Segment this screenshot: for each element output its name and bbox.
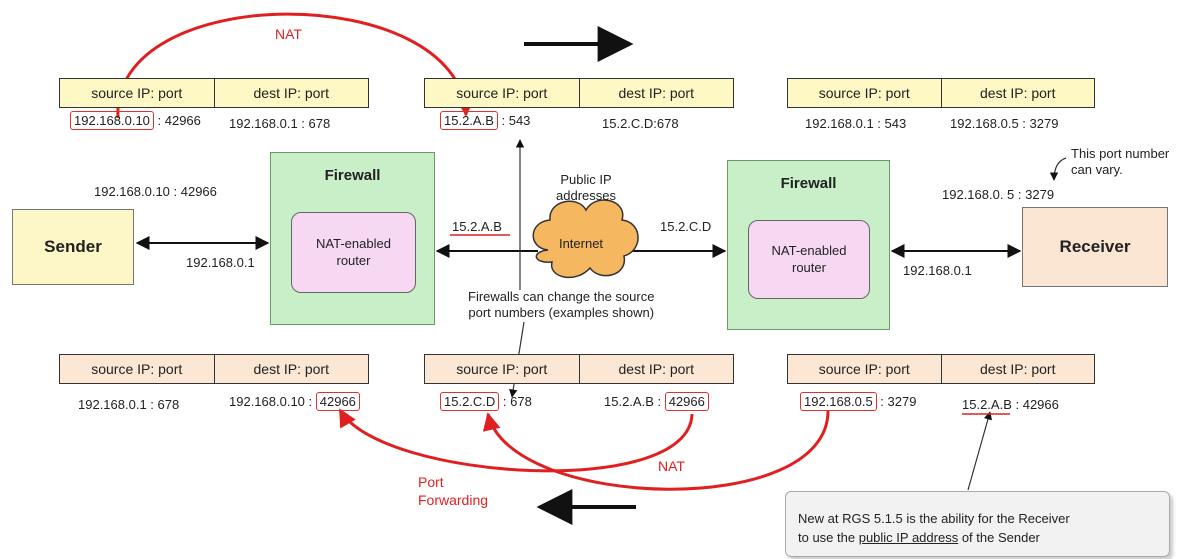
ip-text: 192.168.0.10 : bbox=[229, 394, 316, 409]
receiver-address-top: 192.168.0. 5 : 3279 bbox=[942, 187, 1055, 202]
callout-line-1: New at RGS 5.1.5 is the ability for the … bbox=[798, 511, 1070, 526]
header-dest: dest IP: port bbox=[618, 361, 694, 377]
boxed-ip: 15.2.C.D bbox=[440, 392, 500, 411]
header-dest: dest IP: port bbox=[980, 85, 1056, 101]
router-line-1: NAT-enabled bbox=[316, 235, 391, 251]
nat-arc-bottom bbox=[482, 409, 830, 491]
header-source: source IP: port bbox=[60, 355, 215, 383]
firewall-note-line-2: port numbers (examples shown) bbox=[468, 305, 655, 321]
bottom-1-source: 192.168.0.1 : 678 bbox=[78, 397, 180, 412]
port-text: : 543 bbox=[497, 113, 531, 128]
nat-router-left: NAT-enabled router bbox=[291, 212, 416, 293]
header-bottom-1: source IP: port dest IP: port bbox=[59, 354, 369, 384]
callout-pointer bbox=[967, 411, 992, 491]
bottom-3-dest: 15.2.A.B : 42966 bbox=[962, 397, 1059, 412]
header-top-3: source IP: port dest IP: port bbox=[787, 78, 1095, 108]
callout-text: to use the bbox=[798, 529, 859, 545]
top-1-source: 192.168.0.10 : 42966 bbox=[70, 111, 201, 130]
header-dest: dest IP: port bbox=[980, 361, 1056, 377]
router-line-2: router bbox=[792, 259, 826, 275]
port-forwarding-line-2: Forwarding bbox=[418, 492, 489, 509]
firewall-note: Firewalls can change the source port num… bbox=[468, 289, 654, 322]
port-note-pointer bbox=[1049, 157, 1067, 181]
rgs-callout: New at RGS 5.1.5 is the ability for the … bbox=[785, 491, 1170, 557]
header-source: source IP: port bbox=[788, 79, 942, 107]
receiver-address-bottom: 192.168.0.1 bbox=[903, 263, 972, 278]
header-dest: dest IP: port bbox=[253, 361, 329, 377]
firewall-note-line-1: Firewalls can change the source bbox=[468, 289, 655, 304]
port-note-line-1: This port number bbox=[1071, 146, 1170, 161]
public-ip-line-2: addresses bbox=[556, 188, 616, 204]
receiver-node: Receiver bbox=[1022, 207, 1168, 287]
firewall-title: Firewall bbox=[324, 167, 381, 184]
header-top-1: source IP: port dest IP: port bbox=[59, 78, 369, 108]
header-bottom-3: source IP: port dest IP: port bbox=[787, 354, 1095, 384]
boxed-ip: 192.168.0.10 bbox=[70, 111, 154, 130]
port-text: : 678 bbox=[499, 394, 532, 409]
top-2-source: 15.2.A.B : 543 bbox=[440, 111, 531, 130]
port-forwarding-arc bbox=[338, 408, 694, 473]
callout-underlined-text: public IP address bbox=[858, 529, 959, 545]
left-public-ip: 15.2.A.B bbox=[452, 219, 502, 234]
port-text: : 3279 bbox=[876, 394, 917, 409]
boxed-port: 42966 bbox=[315, 392, 360, 411]
header-bottom-2: source IP: port dest IP: port bbox=[424, 354, 734, 384]
sender-address-bottom: 192.168.0.1 bbox=[186, 255, 255, 270]
port-text: : 42966 bbox=[1011, 397, 1059, 412]
header-dest: dest IP: port bbox=[618, 85, 694, 101]
boxed-ip: 15.2.A.B bbox=[440, 111, 498, 130]
header-source: source IP: port bbox=[788, 355, 942, 383]
ip-text: 15.2.A.B : bbox=[604, 394, 665, 409]
header-dest: dest IP: port bbox=[253, 85, 329, 101]
sender-address-top: 192.168.0.10 : 42966 bbox=[94, 184, 217, 199]
bottom-1-dest: 192.168.0.10 : 42966 bbox=[229, 392, 360, 411]
port-note: This port number can vary. bbox=[1071, 146, 1169, 177]
header-source: source IP: port bbox=[425, 355, 580, 383]
header-source: source IP: port bbox=[60, 79, 215, 107]
firewall-title: Firewall bbox=[780, 175, 837, 192]
ip-text: 15.2.A.B bbox=[962, 397, 1012, 412]
nat-router-right: NAT-enabled router bbox=[748, 220, 870, 299]
port-text: : 42966 bbox=[153, 113, 201, 128]
top-3-source: 192.168.0.1 : 543 bbox=[805, 116, 907, 131]
port-forwarding-label: Port Forwarding bbox=[418, 473, 488, 509]
firewall-right: Firewall NAT-enabled router bbox=[727, 160, 890, 330]
callout-text: of the Sender bbox=[958, 529, 1040, 545]
internet-label: Internet bbox=[558, 236, 604, 251]
right-public-ip: 15.2.C.D bbox=[660, 219, 712, 234]
router-line-2: router bbox=[336, 252, 371, 268]
nat-label-top: NAT bbox=[275, 26, 302, 42]
header-source: source IP: port bbox=[425, 79, 580, 107]
nat-label-bottom: NAT bbox=[658, 458, 685, 474]
callout-line-2: to use the public IP address of the Send… bbox=[798, 529, 1157, 548]
top-3-dest: 192.168.0.5 : 3279 bbox=[950, 116, 1059, 131]
firewall-left: Firewall NAT-enabled router bbox=[270, 152, 435, 325]
bottom-3-source: 192.168.0.5 : 3279 bbox=[800, 392, 917, 411]
top-1-dest: 192.168.0.1 : 678 bbox=[229, 116, 331, 131]
public-ip-line-1: Public IP bbox=[560, 172, 612, 187]
top-2-dest: 15.2.C.D:678 bbox=[602, 116, 679, 131]
header-top-2: source IP: port dest IP: port bbox=[424, 78, 734, 108]
port-note-line-2: can vary. bbox=[1071, 161, 1123, 177]
bottom-2-source: 15.2.C.D : 678 bbox=[440, 392, 532, 411]
port-forwarding-line-1: Port bbox=[418, 474, 444, 490]
boxed-port: 42966 bbox=[664, 392, 709, 411]
public-ip-label: Public IP addresses bbox=[556, 172, 616, 205]
sender-node: Sender bbox=[12, 209, 134, 285]
bottom-2-dest: 15.2.A.B : 42966 bbox=[604, 392, 709, 411]
boxed-ip: 192.168.0.5 bbox=[800, 392, 877, 411]
router-line-1: NAT-enabled bbox=[771, 242, 847, 258]
